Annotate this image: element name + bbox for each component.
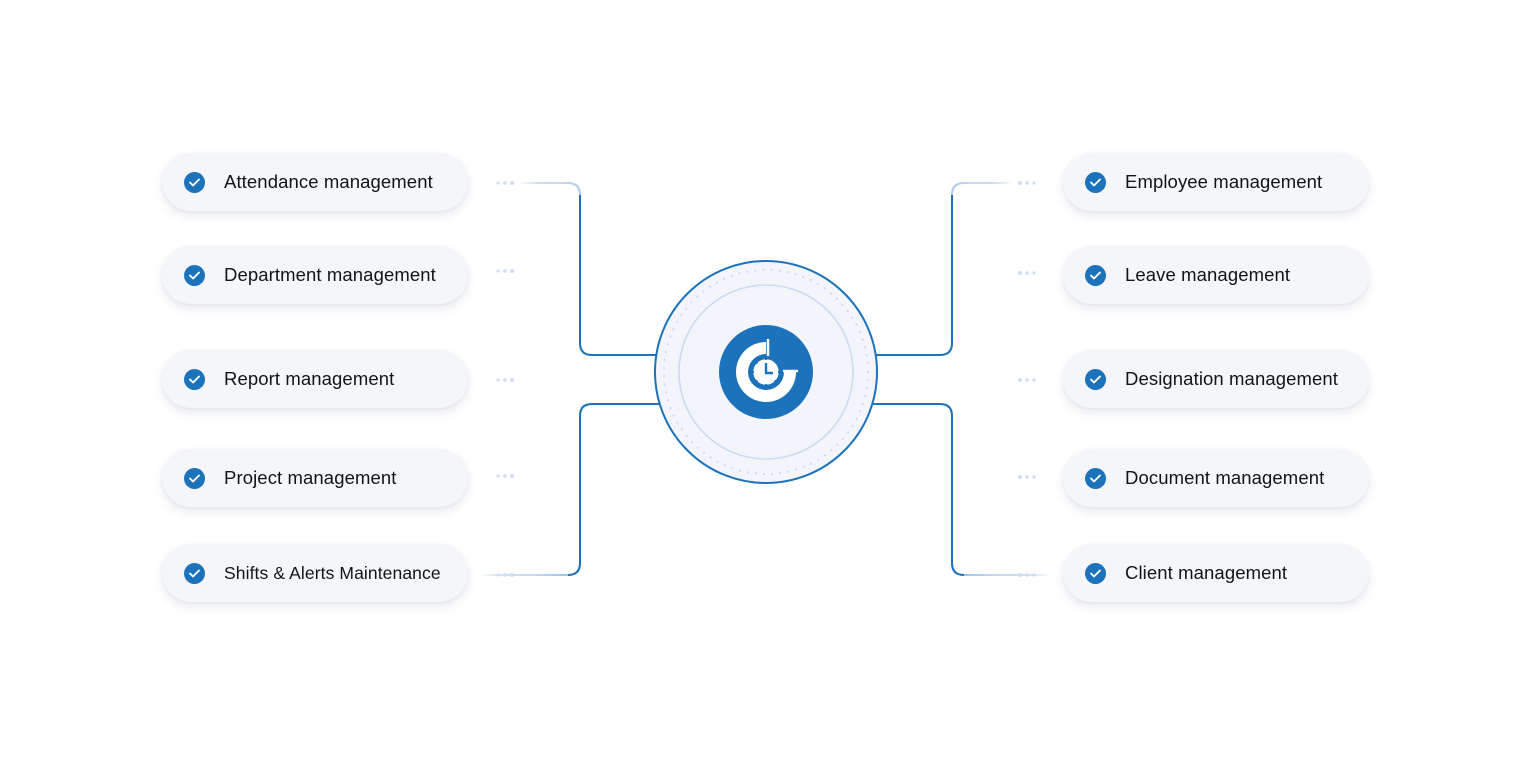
feature-label: Designation management	[1125, 368, 1339, 389]
left-connectors	[480, 181, 660, 577]
clock-chart-icon	[719, 325, 813, 419]
feature-shifts-alerts-maintenance[interactable]: Shifts & Alerts Maintenance	[162, 544, 468, 602]
feature-label: Leave management	[1125, 264, 1291, 285]
check-circle-icon	[1085, 368, 1106, 390]
feature-department-management[interactable]: Department management	[162, 246, 468, 304]
check-circle-icon	[184, 368, 205, 390]
check-circle-icon	[184, 264, 205, 286]
feature-label: Shifts & Alerts Maintenance	[224, 562, 441, 583]
check-circle-icon	[184, 467, 205, 489]
check-circle-icon	[184, 562, 205, 584]
feature-report-management[interactable]: Report management	[162, 350, 468, 408]
central-hub	[654, 260, 878, 484]
feature-label: Employee management	[1125, 171, 1323, 192]
feature-label: Attendance management	[224, 171, 433, 192]
feature-client-management[interactable]: Client management	[1063, 544, 1369, 602]
check-circle-icon	[184, 171, 205, 193]
feature-attendance-management[interactable]: Attendance management	[162, 153, 468, 211]
check-circle-icon	[1085, 467, 1106, 489]
right-connectors	[872, 181, 1050, 577]
feature-label: Client management	[1125, 562, 1288, 583]
feature-employee-management[interactable]: Employee management	[1063, 153, 1369, 211]
feature-document-management[interactable]: Document management	[1063, 449, 1369, 507]
feature-designation-management[interactable]: Designation management	[1063, 350, 1369, 408]
feature-leave-management[interactable]: Leave management	[1063, 246, 1369, 304]
check-circle-icon	[1085, 264, 1106, 286]
feature-label: Report management	[224, 368, 395, 389]
feature-label: Department management	[224, 264, 436, 285]
feature-label: Document management	[1125, 467, 1325, 488]
feature-project-management[interactable]: Project management	[162, 449, 468, 507]
check-circle-icon	[1085, 562, 1106, 584]
feature-label: Project management	[224, 467, 397, 488]
check-circle-icon	[1085, 171, 1106, 193]
